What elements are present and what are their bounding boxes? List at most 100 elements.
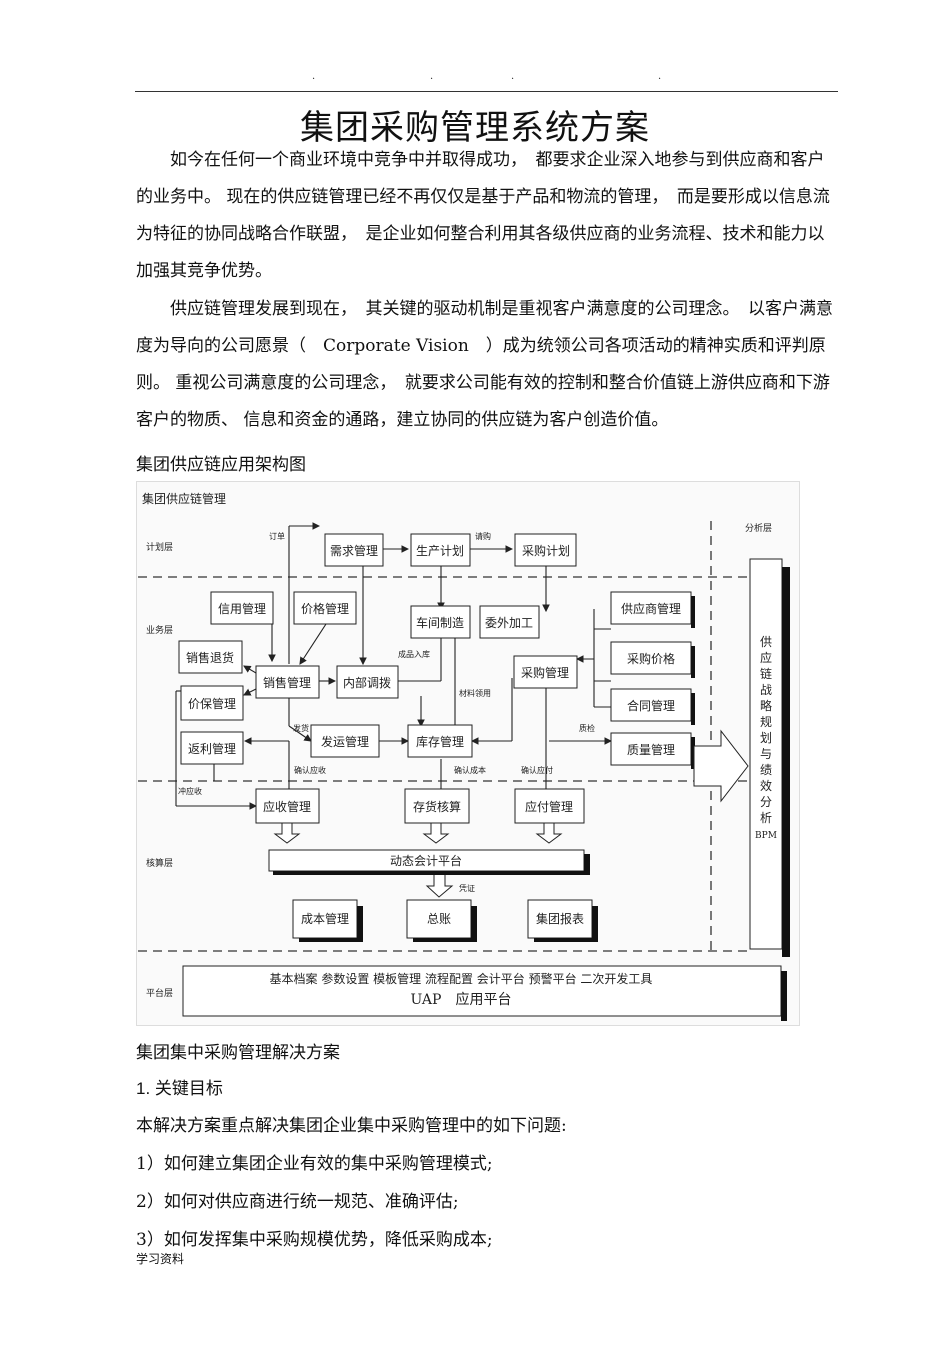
paragraph-2: 供应链管理发展到现在， 其关键的驱动机制是重视客户满意度的公司理念。 以客户满意… <box>136 291 836 439</box>
svg-text:析: 析 <box>760 811 772 825</box>
svg-text:总账: 总账 <box>427 912 451 926</box>
svg-text:存货核算: 存货核算 <box>413 799 461 814</box>
arrow-labels: 订单 请购 成品入库 材料领用 发货 质检 确认应收 确认成本 确认应付 冲应收… <box>178 531 595 893</box>
svg-text:应收管理: 应收管理 <box>263 799 311 814</box>
svg-text:生产计划: 生产计划 <box>416 544 464 558</box>
box-contract: 合同管理 <box>610 688 695 725</box>
box-sales: 销售管理 <box>255 665 320 699</box>
paragraph-1: 如今在任何一个商业环境中竞争中并取得成功， 都要求企业深入地参与到供应商和客户的… <box>136 142 836 290</box>
label-confirm-receivable: 确认应收 <box>294 765 326 775</box>
svg-text:绩: 绩 <box>760 763 772 777</box>
header-dot: · <box>312 74 316 85</box>
svg-text:委外加工: 委外加工 <box>485 616 533 630</box>
svg-text:内部调拨: 内部调拨 <box>343 675 391 690</box>
svg-text:库存管理: 库存管理 <box>416 734 464 749</box>
svg-text:采购计划: 采购计划 <box>522 543 570 558</box>
layer-separators <box>138 521 748 952</box>
bpm-column: 供 应 链 战 略 规 划 与 绩 效 分 析 BPM <box>749 558 790 957</box>
label-ship: 发货 <box>293 723 309 733</box>
svg-text:应: 应 <box>760 650 772 665</box>
analysis-arrow <box>693 729 749 803</box>
intro-text: 本解决方案重点解决集团企业集中采购管理中的如下问题: <box>136 1116 567 1136</box>
svg-text:需求管理: 需求管理 <box>330 543 378 558</box>
svg-text:应付管理: 应付管理 <box>525 799 573 814</box>
label-voucher: 凭证 <box>459 883 475 893</box>
label-request: 请购 <box>475 531 491 541</box>
box-shipping: 发运管理 <box>310 724 380 758</box>
box-price: 价格管理 <box>293 591 357 625</box>
svg-text:价格管理: 价格管理 <box>301 601 349 616</box>
svg-text:与: 与 <box>760 747 772 761</box>
svg-text:发运管理: 发运管理 <box>321 734 369 749</box>
layer-accounting-label: 核算层 <box>146 857 173 869</box>
process-boxes: 需求管理 生产计划 采购计划 信用管理 价格管理 车间制造 委外加工 供应商管理… <box>178 533 695 942</box>
diagram-caption: 集团供应链应用架构图 <box>136 455 306 475</box>
svg-text:信用管理: 信用管理 <box>218 601 266 616</box>
svg-text:销售退货: 销售退货 <box>186 650 234 665</box>
box-cost: 成本管理 <box>292 899 363 942</box>
box-purchase: 采购管理 <box>513 655 578 689</box>
box-receivable: 应收管理 <box>255 788 320 824</box>
svg-text:战: 战 <box>760 683 772 697</box>
document-title: 集团采购管理系统方案 <box>300 108 650 148</box>
box-demand: 需求管理 <box>324 533 384 567</box>
label-order: 订单 <box>269 531 285 541</box>
layer-business-label: 业务层 <box>146 624 173 636</box>
layer-platform-label: 平台层 <box>146 987 173 999</box>
paragraph-text: 供应链管理发展到现在， 其关键的驱动机制是重视客户满意度的公司理念。 以客户满意… <box>136 299 833 430</box>
box-stock-acct: 存货核算 <box>404 788 470 824</box>
diagram-title: 集团供应链管理 <box>142 491 226 506</box>
header-dot: · <box>511 74 515 85</box>
box-rebate: 返利管理 <box>180 731 244 765</box>
accounting-platform-bar: 动态会计平台 <box>268 849 590 875</box>
header-dot: · <box>658 74 662 85</box>
list-item: 2）如何对供应商进行统一规范、准确评估; <box>136 1192 459 1212</box>
box-workshop: 车间制造 <box>410 605 471 639</box>
box-quality: 质量管理 <box>610 732 695 769</box>
header-dot: · <box>430 74 434 85</box>
architecture-diagram-svg: 集团供应链管理 计划层 业务层 核算层 平台层 分析层 <box>136 481 800 1026</box>
box-internal: 内部调拨 <box>336 665 399 699</box>
svg-text:供应商管理: 供应商管理 <box>621 601 681 616</box>
box-credit: 信用管理 <box>210 591 274 625</box>
box-inventory: 库存管理 <box>407 724 473 758</box>
box-sales-return: 销售退货 <box>178 640 243 674</box>
layer-plan-label: 计划层 <box>146 541 173 553</box>
key-goal-heading: 1. 关键目标 <box>136 1079 223 1098</box>
svg-text:采购价格: 采购价格 <box>627 651 675 666</box>
svg-text:BPM: BPM <box>755 831 777 841</box>
svg-text:供: 供 <box>760 635 772 649</box>
header-dots: · · · · <box>0 74 950 86</box>
label-confirm-cost: 确认成本 <box>454 765 486 775</box>
architecture-diagram: 集团供应链管理 计划层 业务层 核算层 平台层 分析层 <box>136 481 800 1026</box>
list-item: 3）如何发挥集中采购规模优势，降低采购成本; <box>136 1230 493 1250</box>
box-purchase-price: 采购价格 <box>610 641 695 678</box>
svg-text:规: 规 <box>760 714 772 729</box>
hollow-arrows <box>273 822 563 898</box>
paragraph-text: 如今在任何一个商业环境中竞争中并取得成功， 都要求企业深入地参与到供应商和客户的… <box>136 150 830 281</box>
label-offset: 冲应收 <box>178 786 202 796</box>
label-material: 材料领用 <box>459 688 491 698</box>
list-item: 1）如何建立集团企业有效的集中采购管理模式; <box>136 1154 493 1174</box>
label-finished-in: 成品入库 <box>398 649 430 659</box>
svg-text:动态会计平台: 动态会计平台 <box>390 853 462 868</box>
box-group-report: 集团报表 <box>527 899 598 942</box>
svg-text:价保管理: 价保管理 <box>188 696 236 711</box>
label-qc: 质检 <box>579 723 595 733</box>
box-payable: 应付管理 <box>514 788 585 824</box>
box-ledger: 总账 <box>406 899 477 942</box>
svg-text:质量管理: 质量管理 <box>627 742 675 757</box>
svg-text:划: 划 <box>760 731 772 745</box>
box-production-plan: 生产计划 <box>410 533 471 567</box>
box-purchase-plan: 采购计划 <box>514 533 577 567</box>
svg-text:略: 略 <box>760 698 772 713</box>
svg-text:合同管理: 合同管理 <box>627 698 675 713</box>
platform-name: UAP 应用平台 <box>411 991 512 1008</box>
platform-tools: 基本档案 参数设置 模板管理 流程配置 会计平台 预警平台 二次开发工具 <box>270 971 653 986</box>
layer-analysis-label: 分析层 <box>745 522 772 534</box>
svg-text:效: 效 <box>760 778 772 793</box>
svg-text:车间制造: 车间制造 <box>416 615 464 630</box>
svg-text:销售管理: 销售管理 <box>263 675 311 690</box>
connectors <box>175 522 613 810</box>
header-rule <box>135 91 838 92</box>
